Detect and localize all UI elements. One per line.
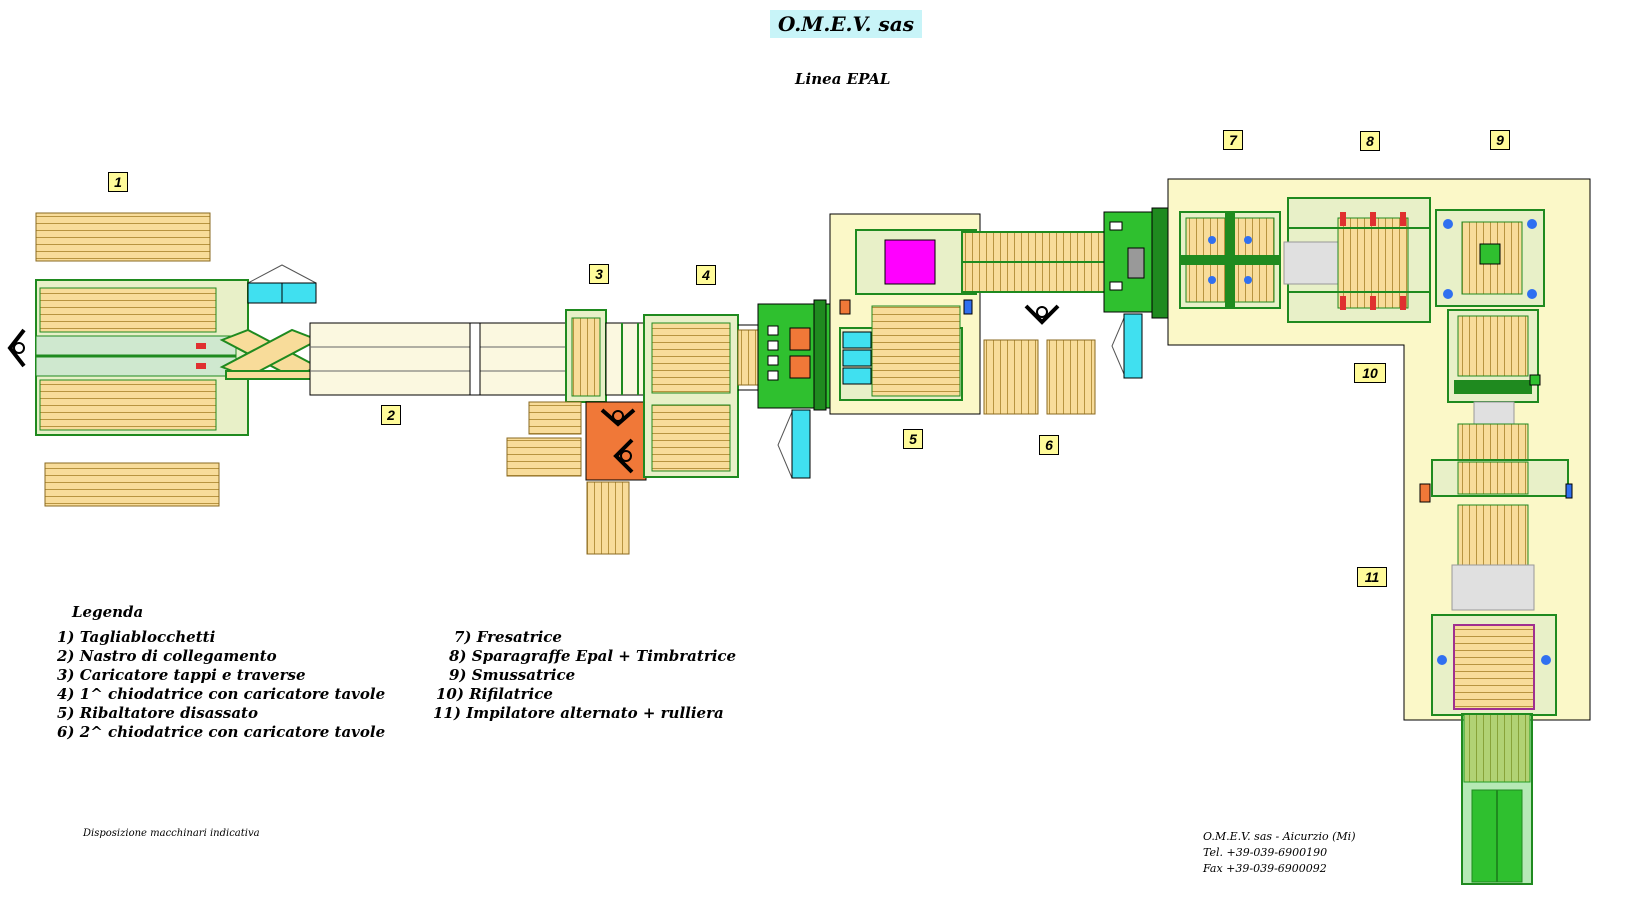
legend-item: 10) Rifilatrice	[436, 685, 553, 703]
milling-machine	[1179, 211, 1281, 309]
nailer-2	[1103, 207, 1169, 319]
roller-conveyor	[1461, 713, 1533, 885]
station-label-1: 1	[108, 172, 128, 192]
block-stack-top	[35, 212, 211, 262]
station-label-6: 6	[1039, 435, 1059, 455]
alternate-stacker	[1431, 504, 1557, 716]
block-stack-bottom	[44, 462, 220, 507]
nailer-2-conveyor	[961, 231, 1109, 293]
electrical-panel-1	[247, 264, 317, 304]
station-label-2: 2	[381, 405, 401, 425]
nailer-1	[757, 299, 831, 411]
legend-item: 4) 1^ chiodatrice con caricatore tavole	[57, 685, 386, 703]
transfer-station	[1419, 423, 1573, 503]
stack-6a	[983, 339, 1039, 415]
operator-icon-6	[1024, 304, 1060, 325]
nailer-1-loader	[643, 314, 762, 478]
electrical-panel-4	[777, 409, 811, 479]
stack-6b	[1046, 339, 1096, 415]
legend-item: 3) Caricatore tappi e traverse	[57, 666, 306, 684]
linking-conveyor	[309, 322, 569, 396]
legend-item: 1) Tagliablocchetti	[57, 628, 216, 646]
station-label-10: 10	[1354, 363, 1386, 383]
station-label-8: 8	[1360, 131, 1380, 151]
legend-item: 5) Ribaltatore disassato	[57, 704, 258, 722]
legend-item: 11) Impilatore alternato + rulliera	[433, 704, 724, 722]
station-label-4: 4	[696, 265, 716, 285]
legend-heading: Legenda	[72, 603, 144, 621]
cap-loader	[565, 309, 655, 403]
station-label-11: 11	[1357, 567, 1387, 587]
operator-area-3	[585, 401, 647, 481]
legend-item: 6) 2^ chiodatrice con caricatore tavole	[57, 723, 386, 741]
chamfering-machine	[1435, 209, 1545, 307]
layout-note: Disposizione macchinari indicativa	[83, 828, 260, 839]
electrical-panel-6	[1111, 313, 1143, 379]
legend-item: 9) Smussatrice	[449, 666, 576, 684]
trimmer	[1447, 309, 1541, 403]
legend-item: 7) Fresatrice	[454, 628, 562, 646]
operator-icon-1	[7, 328, 26, 368]
station-label-7: 7	[1223, 130, 1243, 150]
station-label-9: 9	[1490, 130, 1510, 150]
trimmer-conveyor	[1473, 401, 1515, 425]
page-title: O.M.E.V. sas	[770, 10, 922, 38]
stapler-stamper	[1283, 197, 1431, 323]
stack-3a	[528, 401, 582, 435]
contact-company: O.M.E.V. sas - Aicurzio (Mi)	[1203, 830, 1356, 843]
operator-icon-3	[600, 408, 636, 474]
stack-3b	[506, 437, 582, 477]
station-label-5: 5	[903, 429, 923, 449]
diagram-subtitle: Linea EPAL	[795, 70, 891, 88]
legend-item: 2) Nastro di collegamento	[57, 647, 277, 665]
stack-3c	[586, 481, 630, 555]
flipper	[839, 229, 977, 401]
block-cutter	[35, 279, 249, 436]
contact-tel: Tel. +39-039-6900190	[1203, 846, 1328, 859]
legend-item: 8) Sparagraffe Epal + Timbratrice	[449, 647, 737, 665]
station-label-3: 3	[589, 264, 609, 284]
contact-fax: Fax +39-039-6900092	[1203, 862, 1327, 875]
x-conveyor	[219, 328, 321, 380]
